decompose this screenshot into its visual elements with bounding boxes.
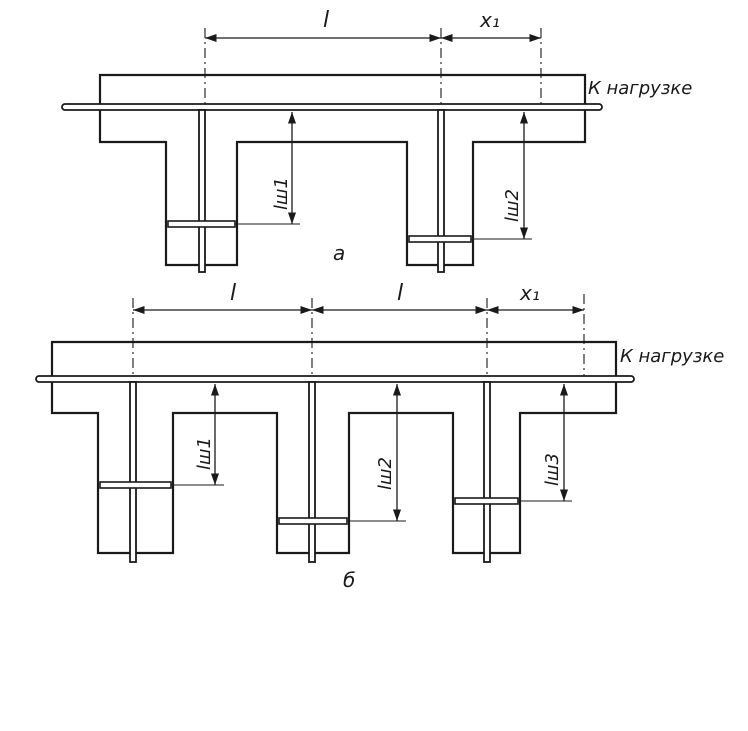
figure-b-main-bar bbox=[35, 375, 635, 383]
figure-a-body-outline bbox=[98, 73, 587, 267]
figure-b-vertical-bar-1 bbox=[129, 381, 137, 563]
figure-a-label-l: l bbox=[323, 8, 329, 33]
figure-b-load-label: К нагрузке bbox=[620, 346, 724, 367]
figure-b-label-l-2: l bbox=[397, 281, 403, 306]
figure-a-vertical-bar-1 bbox=[198, 109, 206, 273]
figure-b-vertical-bar-2 bbox=[308, 381, 316, 563]
figure-a-anchor-plate-1 bbox=[167, 220, 236, 228]
figure-b-label-lsh1: lш1 bbox=[194, 437, 215, 470]
figure-a-anchor-plate-2 bbox=[408, 235, 472, 243]
figure-b-anchor-plate-1 bbox=[99, 481, 172, 489]
figure-b-label-l-1: l bbox=[230, 281, 236, 306]
figure-b-label-x1: x₁ bbox=[519, 281, 540, 305]
figure-a-load-label: К нагрузке bbox=[588, 78, 692, 99]
figure-a-label-lsh2: lш2 bbox=[502, 189, 523, 222]
figure-a-label-lsh1: lш1 bbox=[271, 177, 292, 210]
figure-b-body-outline bbox=[50, 340, 618, 555]
figure-b-vertical-bar-3 bbox=[483, 381, 491, 563]
figure-a-label-x1: x₁ bbox=[479, 8, 500, 32]
figure-b-label-lsh3: lш3 bbox=[542, 453, 563, 486]
figure-b-anchor-plate-3 bbox=[454, 497, 519, 505]
figure-b-caption: б bbox=[343, 568, 355, 592]
figure-a: l x₁ К нагрузке lш1 lш2 а bbox=[61, 8, 692, 273]
figure-a-main-bar bbox=[61, 103, 603, 111]
figure-a-caption: а bbox=[333, 241, 345, 265]
figure-a-vertical-bar-2 bbox=[437, 109, 445, 273]
figure-b-label-lsh2: lш2 bbox=[375, 457, 396, 490]
figure-b-anchor-plate-2 bbox=[278, 517, 348, 525]
figure-b: l l x₁ К нагрузке lш1 lш2 lш3 б bbox=[35, 281, 724, 592]
